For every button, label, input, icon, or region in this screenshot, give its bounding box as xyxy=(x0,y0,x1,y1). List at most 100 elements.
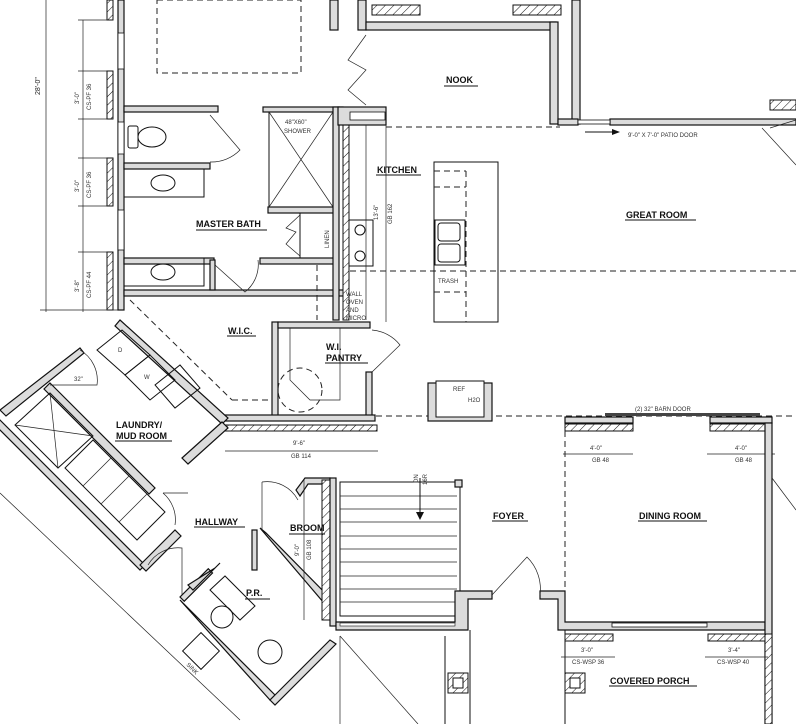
plan-polyline xyxy=(771,477,796,511)
plan-line xyxy=(268,111,334,208)
porch-left-label: 3'-0" xyxy=(581,648,593,654)
plan-rect xyxy=(106,0,114,21)
plan-rect xyxy=(349,111,386,121)
plan-rect xyxy=(339,622,456,627)
plan-rect xyxy=(123,289,345,297)
shower-2-label: SHOWER xyxy=(284,129,312,135)
broom-label: BROOM xyxy=(290,523,325,533)
plan-polygon xyxy=(124,354,176,401)
wi-pantry-2-label: PANTRY xyxy=(326,353,362,363)
plan-rect xyxy=(437,222,461,242)
overall-left-label: 28'-0" xyxy=(35,77,42,95)
plan-rect xyxy=(342,106,350,321)
plan-polygon xyxy=(64,439,166,541)
bed-outline xyxy=(156,0,302,74)
plan-circle xyxy=(277,367,323,413)
plan-rect xyxy=(224,414,376,422)
plan-path xyxy=(147,547,183,597)
plan-rect xyxy=(268,111,334,208)
broom-len-label: 9'-0" xyxy=(295,544,301,556)
plan-path xyxy=(214,259,259,293)
plan-rect xyxy=(564,416,634,424)
plan-rect xyxy=(332,106,340,321)
wall-oven-3-label: AND xyxy=(346,308,359,314)
barn-door-label: (2) 32" BARN DOOR xyxy=(635,407,691,413)
window-dimensions: 3'-0" CS-PF 36 3'-0" CS-PF 36 3'-8" CS-P… xyxy=(75,0,114,312)
plan-path xyxy=(612,129,620,135)
plan-polygon xyxy=(259,527,331,604)
foyer-label: FOYER xyxy=(493,511,525,521)
plan-line xyxy=(0,492,241,721)
plan-rect xyxy=(454,479,463,488)
laundry-1-label: LAUNDRY/ xyxy=(116,420,163,430)
wall-oven-1-label: WALL xyxy=(346,292,363,298)
plan-rect xyxy=(764,633,773,724)
plan-line xyxy=(129,299,233,401)
ref-label: REF xyxy=(453,387,465,393)
patio-door-label: 9'-0" X 7'-0" PATIO DOOR xyxy=(628,133,698,139)
plan-path xyxy=(261,481,299,530)
plan-polygon xyxy=(187,562,221,591)
plan-rect xyxy=(564,633,614,642)
stair-risers-label: 16R xyxy=(423,473,429,485)
plan-line xyxy=(100,475,130,505)
plan-rect xyxy=(609,118,796,126)
plan-rect xyxy=(452,677,464,689)
h2o-label: H2O xyxy=(468,398,481,404)
win2-code-label: CS-PF 36 xyxy=(87,171,93,198)
plan-rect xyxy=(365,371,373,421)
hall-gb-label: GB 114 xyxy=(291,454,312,460)
plan-rect xyxy=(299,212,334,259)
plan-path xyxy=(209,114,241,163)
plan-rect xyxy=(123,168,205,198)
plan-rect xyxy=(564,423,634,432)
nook-label: NOOK xyxy=(446,75,474,85)
hall-len-label: 9'-6" xyxy=(293,441,305,447)
plan-rect xyxy=(434,219,466,266)
stair-dn-label: DN xyxy=(414,474,420,483)
laundry-2-label: MUD ROOM xyxy=(116,431,167,441)
dining-room-label: DINING ROOM xyxy=(639,511,701,521)
plan-rect xyxy=(769,99,796,111)
laundry-door-label: 32" xyxy=(74,377,83,383)
plan-rect xyxy=(277,321,371,329)
plan-rect xyxy=(321,479,331,621)
sink-icon xyxy=(181,631,221,671)
kitchen-len-label: 13'-6" xyxy=(374,205,380,220)
dining-right-gb-label: GB 48 xyxy=(735,458,753,464)
plan-rect xyxy=(123,162,211,170)
plan-rect xyxy=(123,105,219,113)
plan-rect xyxy=(106,157,114,207)
cooktop-icon xyxy=(348,219,374,267)
linen-label: LINEN xyxy=(325,230,331,248)
plan-polygon xyxy=(0,419,146,571)
plan-circle xyxy=(354,250,366,262)
plan-path xyxy=(416,512,424,520)
plan-polygon xyxy=(181,421,229,465)
plan-rect xyxy=(262,106,344,113)
washer-label: W xyxy=(144,375,150,381)
shower-1-label: 48"X60" xyxy=(285,120,307,126)
win1-code-label: CS-PF 36 xyxy=(87,83,93,110)
plan-rect xyxy=(106,251,114,311)
wall-oven-4-label: MICRO xyxy=(346,316,366,322)
plan-rect xyxy=(117,121,125,155)
plan-rect xyxy=(271,321,279,421)
plan-path xyxy=(50,349,98,386)
win3-code-label: CS-PF 44 xyxy=(87,271,93,298)
plan-line xyxy=(49,392,59,469)
plan-path xyxy=(371,329,401,373)
win1-label: 3'-0" xyxy=(75,92,81,104)
plan-rect xyxy=(512,4,562,16)
plan-rect xyxy=(251,529,258,571)
plan-rect xyxy=(709,416,773,424)
plan-rect xyxy=(117,209,125,251)
plan-rect xyxy=(371,4,421,16)
plan-rect xyxy=(549,21,559,125)
plan-path xyxy=(162,492,188,526)
left-exterior-wall xyxy=(117,0,125,311)
plan-rect xyxy=(707,633,767,642)
toilet-icon xyxy=(257,639,283,665)
plan-rect xyxy=(435,380,485,418)
